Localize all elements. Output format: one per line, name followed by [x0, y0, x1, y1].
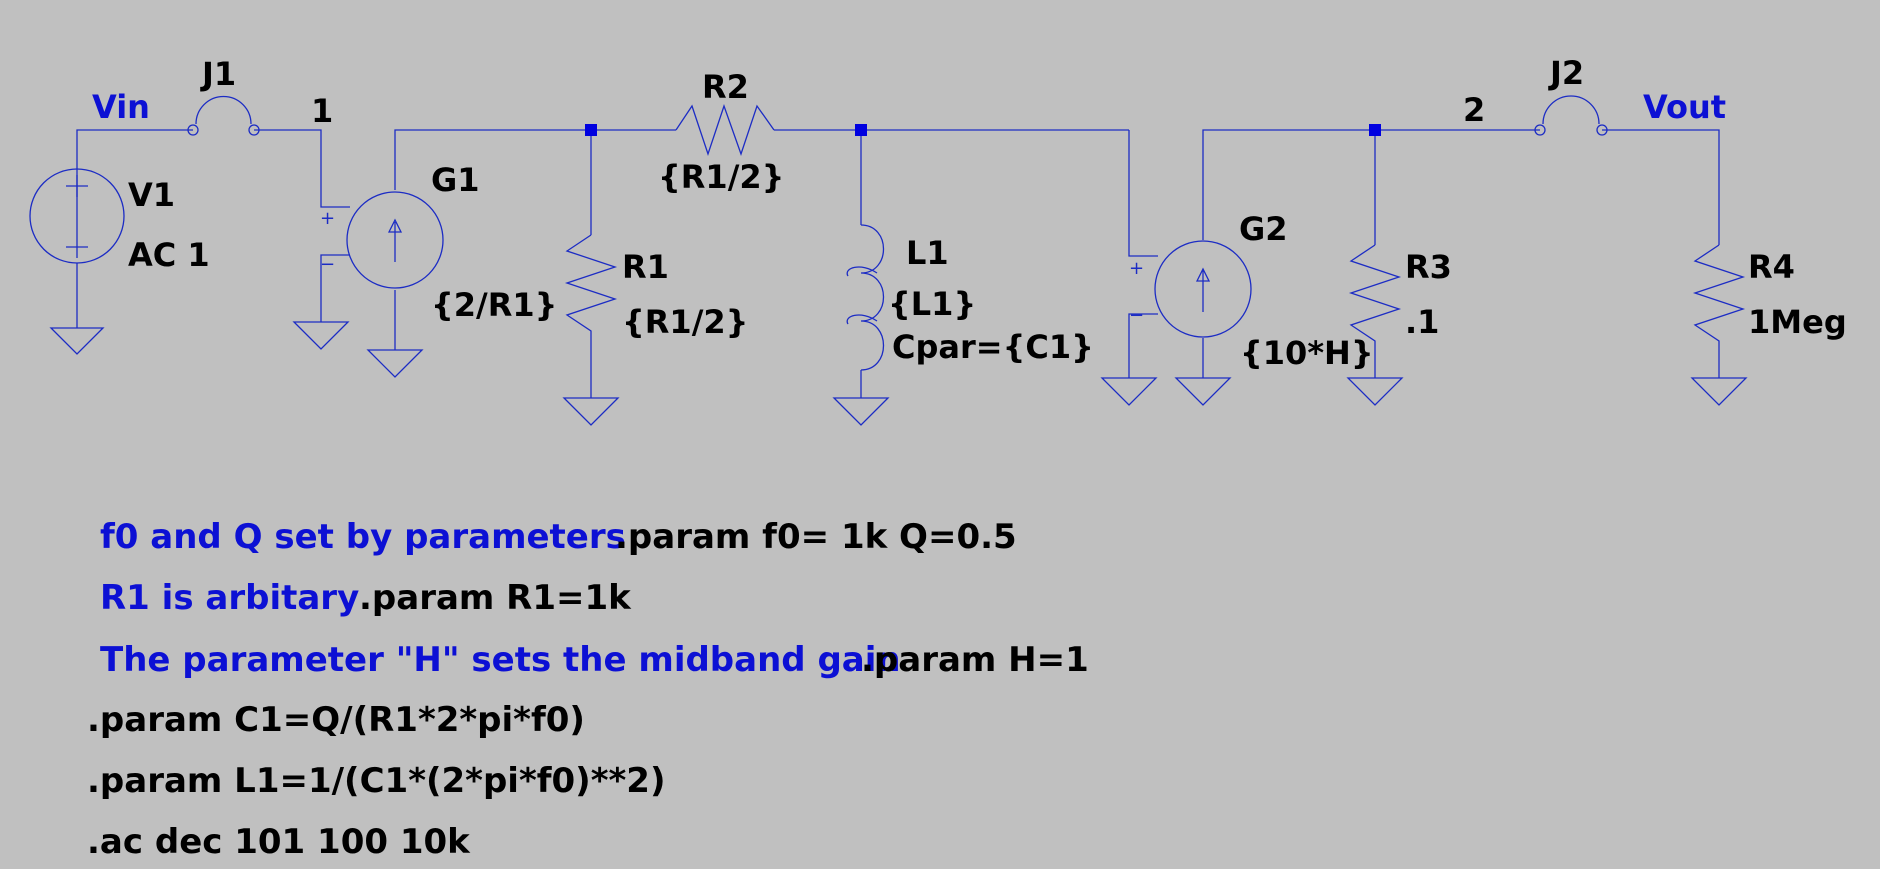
g2-value: {10*H}: [1240, 334, 1374, 372]
directive-ac-analysis[interactable]: .ac dec 101 100 10k: [87, 822, 471, 862]
vccs-g1[interactable]: [346, 191, 444, 289]
l1-value: {L1}: [888, 285, 976, 323]
j1-name: J1: [200, 55, 236, 93]
g2-minus-mark: −: [1129, 305, 1144, 326]
l1-name: L1: [906, 234, 949, 272]
resistor-r4[interactable]: [1692, 244, 1746, 355]
g1-name: G1: [431, 161, 480, 199]
r3-value: .1: [1405, 303, 1439, 341]
resistor-r2[interactable]: [675, 104, 775, 157]
jumper-j2[interactable]: [1534, 95, 1608, 136]
r3-name: R3: [1405, 248, 1452, 286]
v1-name: V1: [128, 176, 175, 214]
v1-value: AC 1: [128, 236, 210, 274]
r2-name: R2: [702, 68, 749, 106]
wires: [76, 129, 1720, 398]
vccs-g2[interactable]: [1154, 240, 1252, 338]
directive-param-f0-q[interactable]: .param f0= 1k Q=0.5: [615, 517, 1017, 557]
net-label-vin[interactable]: Vin: [92, 88, 150, 126]
l1-cpar: Cpar={C1}: [892, 328, 1094, 366]
net-label-1: 1: [311, 92, 333, 130]
resistor-r3[interactable]: [1348, 244, 1402, 355]
directive-param-c1[interactable]: .param C1=Q/(R1*2*pi*f0): [87, 700, 585, 740]
comment-midband-gain[interactable]: The parameter "H" sets the midband gain: [100, 640, 901, 680]
r4-name: R4: [1748, 248, 1795, 286]
junction-dot-r3: [1369, 124, 1381, 136]
r1-name: R1: [622, 248, 669, 286]
r2-value: {R1/2}: [658, 158, 784, 196]
resistor-r1[interactable]: [564, 234, 618, 350]
jumper-j1[interactable]: [187, 95, 260, 136]
g2-plus-mark: +: [1129, 258, 1144, 279]
g1-plus-mark: +: [320, 208, 335, 229]
net-label-vout[interactable]: Vout: [1643, 88, 1726, 126]
r1-value: {R1/2}: [622, 303, 748, 341]
inductor-l1[interactable]: [846, 224, 884, 371]
directive-param-r1[interactable]: .param R1=1k: [359, 578, 632, 618]
junction-dot-r2-l1: [855, 124, 867, 136]
ground-symbols: [49, 321, 1748, 426]
junction-dot-g1-r1: [585, 124, 597, 136]
directive-param-l1[interactable]: .param L1=1/(C1*(2*pi*f0)**2): [87, 761, 665, 801]
g1-minus-mark: −: [320, 254, 335, 275]
directive-param-h[interactable]: .param H=1: [861, 640, 1089, 680]
comment-f0-q[interactable]: f0 and Q set by parameters: [100, 517, 626, 557]
g1-value: {2/R1}: [431, 286, 557, 324]
r4-value: 1Meg: [1748, 303, 1847, 341]
voltage-source-v1[interactable]: [29, 168, 125, 328]
net-label-2: 2: [1463, 91, 1485, 129]
g2-name: G2: [1239, 210, 1288, 248]
j2-name: J2: [1548, 54, 1584, 92]
comment-r1[interactable]: R1 is arbitary: [100, 578, 359, 618]
